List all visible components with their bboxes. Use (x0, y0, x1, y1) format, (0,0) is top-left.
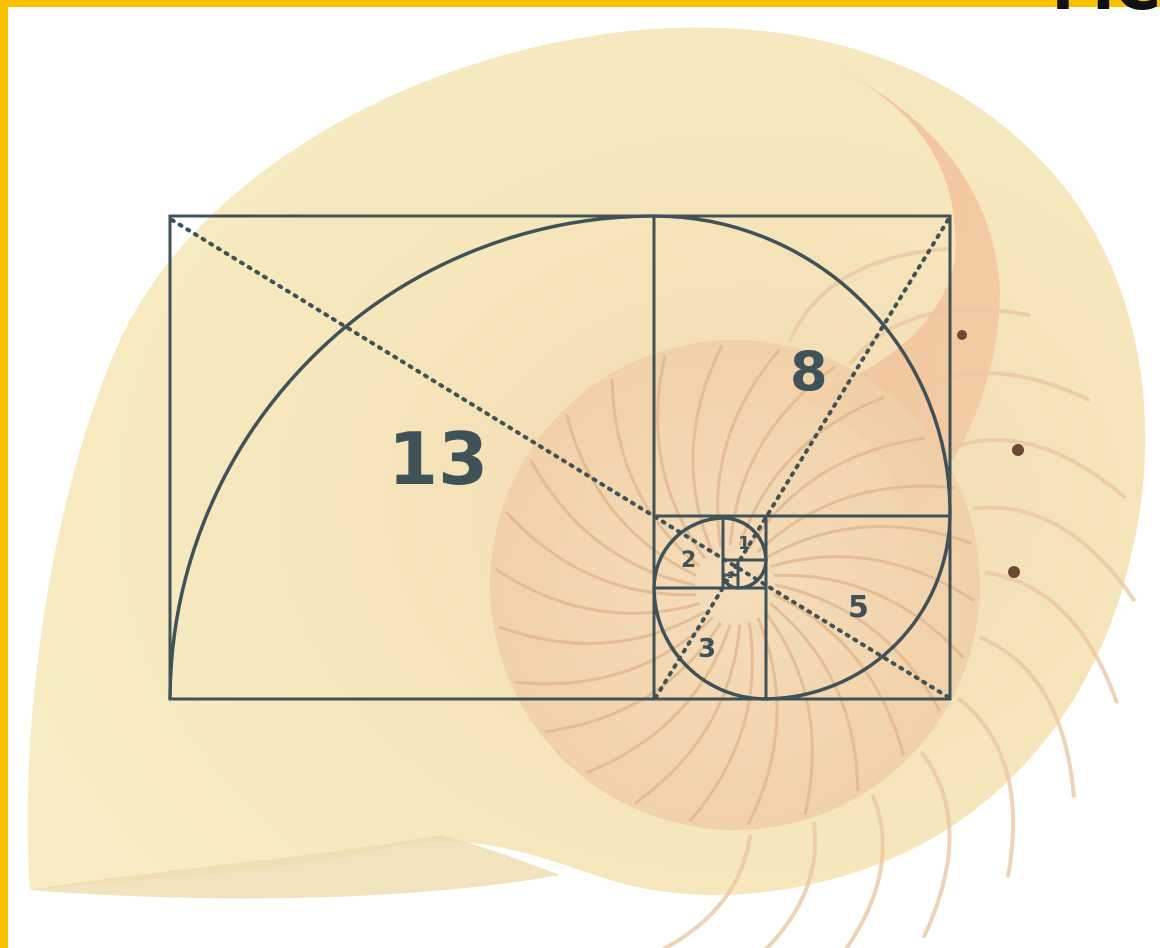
left-frame-bar (0, 0, 8, 948)
shell-septum (544, 621, 723, 734)
shell-outer-septum (661, 834, 753, 948)
shell-septum (691, 344, 724, 553)
shell-septum (564, 413, 697, 577)
shell-outer-septum (849, 307, 1031, 365)
top-frame-bar (0, 0, 1160, 7)
shell-septum (689, 622, 754, 822)
shell-outer-septum (984, 570, 1120, 704)
shell-hole (1012, 444, 1024, 456)
shell-septum (656, 355, 707, 560)
shell-outer-septum (787, 246, 952, 342)
shell-septum (716, 348, 781, 548)
shell-outer-septum (844, 793, 885, 948)
shell-septum (738, 395, 885, 546)
diagonal-secondary (654, 218, 950, 699)
label-1-upper: 1 (738, 533, 751, 554)
outer-rectangle (168, 214, 952, 701)
shell-septum (498, 610, 706, 645)
shell-septum (494, 567, 700, 615)
shell-septum (773, 573, 965, 659)
shell-outer-septum (919, 750, 952, 939)
shell-septum (610, 378, 701, 568)
shell-septum (763, 610, 814, 815)
shell-septa (494, 344, 976, 826)
label-5: 5 (848, 590, 869, 625)
shell-hole (957, 330, 967, 340)
shell-septum (505, 511, 697, 597)
shell-septum (756, 484, 955, 554)
fibonacci-labels: 13 8 5 3 2 1 1 (388, 340, 869, 664)
shell-septum (773, 593, 906, 757)
brand-logo-fragment: MC (1051, 0, 1160, 20)
shell-septum (764, 525, 972, 560)
label-1-lower: 1 (727, 571, 733, 581)
diagonal-main (170, 218, 950, 699)
label-13: 13 (388, 417, 488, 501)
fibonacci-overlay (168, 214, 952, 701)
shell-outer-septum (972, 505, 1137, 603)
nautilus-shell (27, 27, 1146, 948)
shell-lip-shadow (30, 835, 560, 899)
shell-septum (585, 624, 732, 775)
shell-outer-septa (661, 246, 1137, 948)
shell-septum (634, 624, 742, 805)
shell-hole (1008, 566, 1020, 578)
shell-outer-septum (956, 696, 1016, 878)
golden-spiral (168, 214, 952, 701)
shell-septum (529, 458, 696, 587)
shell-septum (774, 583, 941, 712)
label-8: 8 (790, 340, 828, 403)
shell-outer-septum (764, 821, 818, 948)
label-2: 2 (681, 548, 696, 573)
shell-outer-septum (978, 635, 1076, 798)
label-3: 3 (698, 634, 716, 664)
shell-chamber-disc (490, 340, 980, 830)
shell-outer-septum (944, 438, 1127, 500)
